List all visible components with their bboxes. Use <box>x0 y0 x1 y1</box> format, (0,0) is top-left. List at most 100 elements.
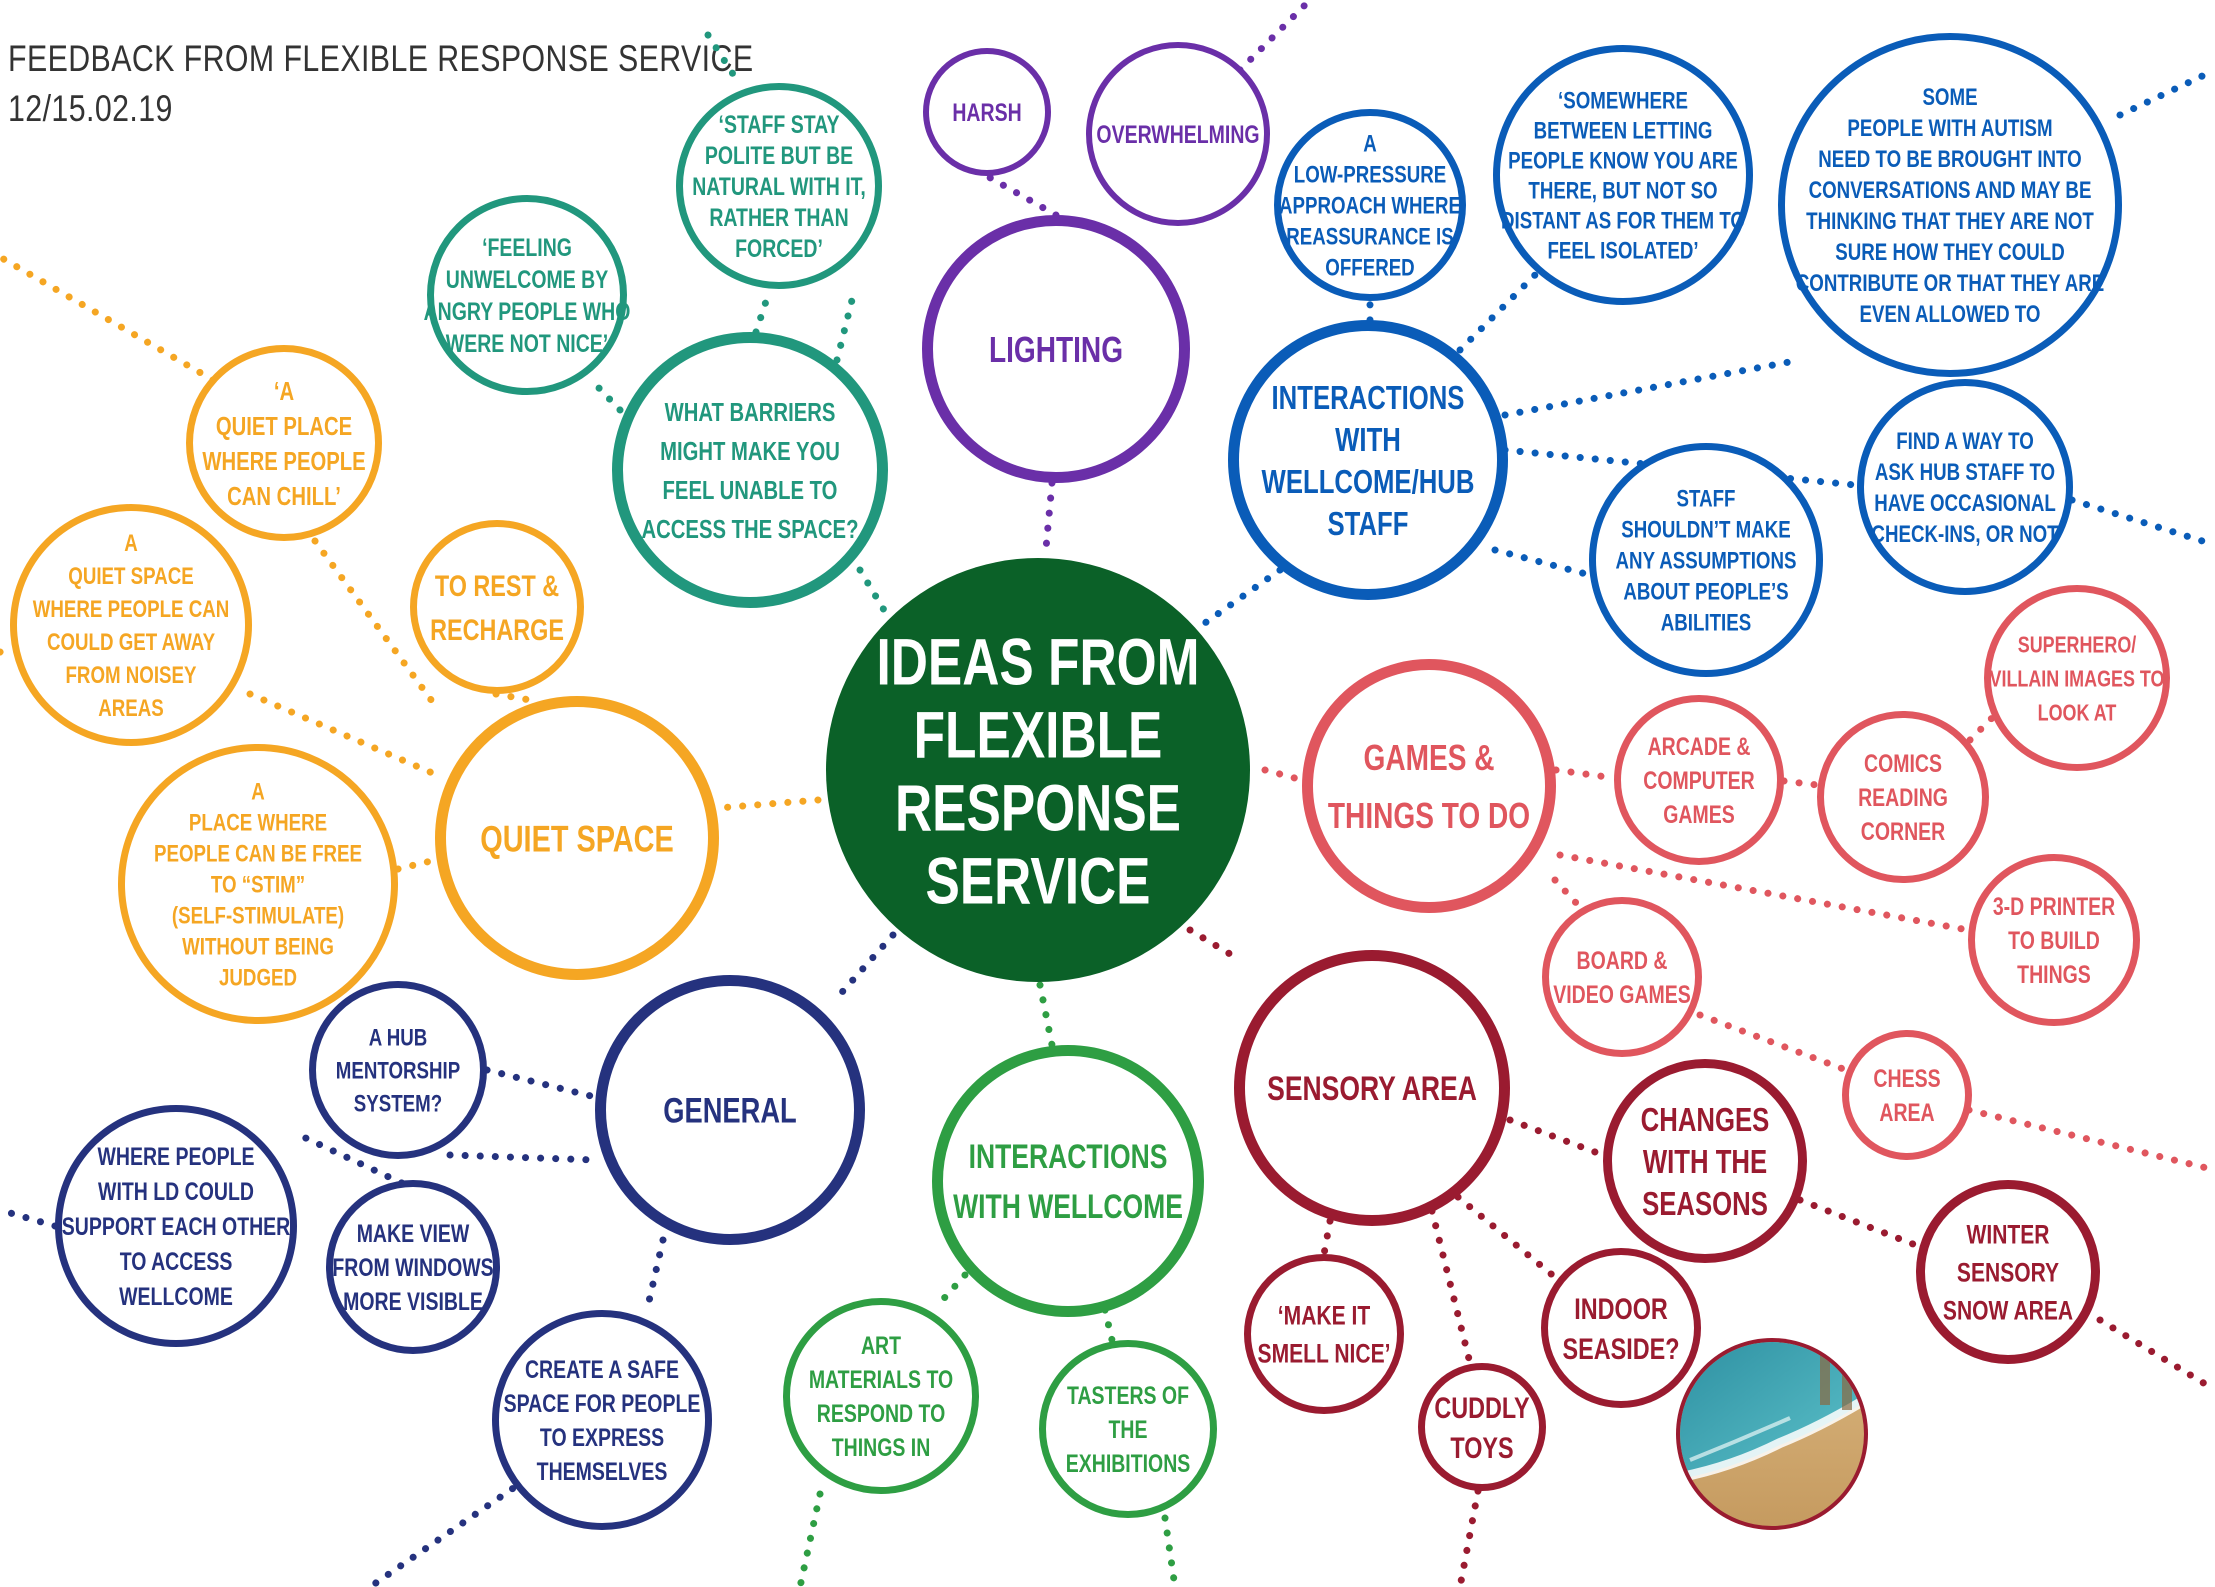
node-superhero-line-0: SUPERHERO/ <box>2018 632 2137 658</box>
node-arcade-line-0: ARCADE & <box>1648 733 1751 761</box>
connector-sensory-33 <box>1428 1207 1474 1367</box>
node-chess-circle <box>1842 1030 1972 1160</box>
connector-staff-10 <box>1456 266 1544 354</box>
node-lighting-line-0: LIGHTING <box>989 330 1123 370</box>
node-stim-line-5: WITHOUT BEING <box>182 933 334 960</box>
node-printer-line-0: 3-D PRINTER <box>1993 893 2115 921</box>
node-autism-line-2: NEED TO BE BROUGHT INTO <box>1818 146 2081 173</box>
node-winter-line-2: SNOW AREA <box>1943 1296 2073 1326</box>
node-somewhere-between-line-4: DISTANT AS FOR THEM TO <box>1501 207 1745 234</box>
connector-lighting-0 <box>983 172 1060 219</box>
node-low-pressure-circle <box>1274 109 1466 301</box>
node-mentorship-line-1: MENTORSHIP <box>336 1057 460 1084</box>
node-barriers-line-0: WHAT BARRIERS <box>665 397 836 426</box>
node-stim-line-1: PLACE WHERE <box>189 809 327 836</box>
node-art-line-0: ART <box>861 1332 901 1360</box>
node-tasters-line-0: TASTERS OF <box>1067 1382 1189 1410</box>
node-somewhere-between-line-2: PEOPLE KNOW YOU ARE <box>1508 147 1738 174</box>
node-check-ins-circle <box>1857 379 2073 595</box>
node-mentorship-line-0: A HUB <box>369 1024 428 1051</box>
node-mentorship-circle <box>309 981 487 1159</box>
connector-games-30 <box>1965 1106 2215 1174</box>
connector-staff-12 <box>1501 446 1859 489</box>
connector-games-27 <box>1556 851 1972 934</box>
node-board-games-circle <box>1542 897 1702 1057</box>
connector-sensory-36 <box>1796 1196 1922 1250</box>
node-somewhere-between-line-5: FEEL ISOLATED’ <box>1547 237 1698 264</box>
node-assumptions-line-4: ABILITIES <box>1661 609 1751 636</box>
node-safe-space-line-2: TO EXPRESS <box>540 1424 664 1452</box>
connector-lighting-2 <box>1236 0 1314 74</box>
connector-interactions-39 <box>1036 981 1056 1049</box>
node-feeling-unwelcome-line-2: ANGRY PEOPLE WHO <box>424 298 631 326</box>
node-support-line-2: SUPPORT EACH OTHER <box>62 1213 290 1241</box>
node-center-line-2: RESPONSE <box>895 770 1181 845</box>
node-mentorship: A HUB MENTORSHIP SYSTEM? <box>309 981 487 1159</box>
node-autism-line-7: EVEN ALLOWED TO <box>1860 301 2041 328</box>
connector-interactions-42 <box>796 1490 824 1587</box>
node-tasters-line-2: EXHIBITIONS <box>1066 1450 1191 1478</box>
node-winter-line-1: SENSORY <box>1957 1258 2059 1288</box>
node-interactions-circle <box>932 1045 1204 1317</box>
node-quiet-chill-line-3: CAN CHILL’ <box>227 481 341 510</box>
node-art-line-1: MATERIALS TO <box>809 1366 953 1394</box>
connector-quiet-space-21 <box>0 253 217 384</box>
node-autism-line-0: SOME <box>1922 84 1977 111</box>
connector-quiet-space-16 <box>714 796 822 812</box>
connector-sensory-32 <box>1320 1217 1334 1258</box>
node-mentorship-line-2: SYSTEM? <box>354 1090 442 1117</box>
connector-staff-11 <box>1501 356 1804 419</box>
header: FEEDBACK FROM FLEXIBLE RESPONSE SERVICE … <box>8 34 753 134</box>
connector-games-25 <box>1780 777 1821 789</box>
node-feeling-unwelcome-line-1: UNWELCOME BY <box>446 266 608 294</box>
node-staff-polite-circle <box>676 83 882 289</box>
node-assumptions-line-2: ANY ASSUMPTIONS <box>1616 547 1797 574</box>
node-interactions-line-1: WITH WELLCOME <box>953 1188 1183 1226</box>
node-staff-polite-line-3: RATHER THAN <box>709 204 848 232</box>
node-smell-line-0: ‘MAKE IT <box>1278 1301 1371 1331</box>
node-rest-recharge-circle <box>410 520 584 694</box>
connector-barriers-3 <box>833 284 859 364</box>
node-rest-recharge: TO REST &RECHARGE <box>410 520 584 694</box>
node-quiet-chill-line-0: ‘A <box>274 376 294 405</box>
connector-staff-14 <box>2116 66 2215 119</box>
node-rest-recharge-line-1: RECHARGE <box>430 613 564 646</box>
node-games-circle <box>1302 659 1556 913</box>
connector-barriers-7 <box>752 285 774 336</box>
connector-general-49 <box>366 1476 529 1587</box>
node-autism-line-4: THINKING THAT THEY ARE NOT <box>1806 208 2094 235</box>
node-printer-line-2: THINGS <box>2017 961 2091 989</box>
node-cuddly-line-0: CUDDLY <box>1434 1391 1529 1424</box>
node-smell-line-1: SMELL NICE’ <box>1258 1339 1391 1369</box>
node-somewhere-between-line-3: THERE, BUT NOT SO <box>1528 177 1717 204</box>
node-stim-line-3: TO “STIM” <box>211 871 305 898</box>
node-stim-line-6: JUDGED <box>219 964 297 991</box>
node-assumptions-line-3: ABOUT PEOPLE’S <box>1623 578 1788 605</box>
node-get-away-line-3: COULD GET AWAY <box>47 629 215 656</box>
node-get-away-line-4: FROM NOISEY <box>65 662 196 689</box>
node-barriers-line-2: FEEL UNABLE TO <box>663 475 838 504</box>
node-comics-line-2: CORNER <box>1861 818 1945 846</box>
node-support-line-4: WELLCOME <box>119 1283 233 1311</box>
node-arcade-circle <box>1614 695 1784 865</box>
node-support-line-1: WITH LD COULD <box>98 1178 254 1206</box>
connector-sensory-37 <box>2096 1316 2215 1394</box>
node-safe-space-circle <box>492 1310 712 1530</box>
node-safe-space-line-1: SPACE FOR PEOPLE <box>504 1390 701 1418</box>
node-barriers-line-1: MIGHT MAKE YOU <box>660 436 840 465</box>
node-safe-space-line-3: THEMSELVES <box>537 1458 668 1486</box>
